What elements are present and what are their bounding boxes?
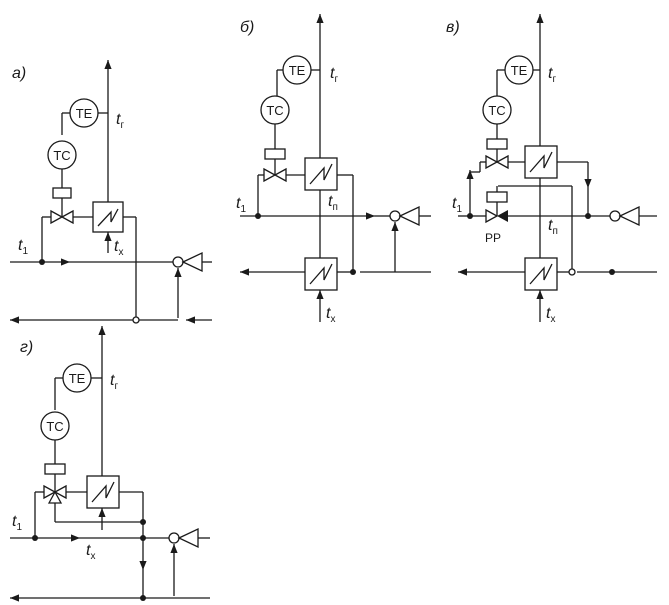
actuator-c [486, 138, 508, 150]
hx-zigzag-b2 [309, 263, 333, 285]
heat-exchanger-d [86, 475, 120, 509]
panel-label-c: в) [446, 19, 460, 36]
panel-label-a: а) [12, 65, 26, 82]
label-tg-d: tг [110, 372, 118, 392]
node-d1 [140, 519, 146, 525]
node-d3 [140, 535, 146, 541]
heat-exchanger-b1 [304, 157, 338, 191]
scheme-c: в) TE TC [446, 14, 657, 325]
label-t1-b: t1 [236, 195, 246, 215]
label-t1-a: t1 [18, 237, 28, 257]
tc-label-b: TC [266, 103, 283, 118]
hx-zigzag-a [97, 208, 119, 227]
tc-label-c: TC [488, 103, 505, 118]
actuator-d [44, 463, 66, 475]
label-tp-b: tп [328, 193, 338, 213]
label-t1-c: t1 [452, 195, 462, 215]
label-tx-b: tх [326, 305, 335, 325]
tc-label-a: TC [53, 148, 70, 163]
heat-exchanger-c2 [524, 257, 558, 291]
label-tx-a: tх [114, 238, 123, 258]
te-label-c: TE [511, 63, 528, 78]
scheme-d: г) TE TC [10, 326, 210, 602]
node-a1 [39, 259, 45, 265]
node-a2 [132, 316, 140, 324]
label-tp-c: tп [548, 217, 558, 237]
label-tx-c: tх [546, 305, 555, 325]
label-tg-c: tг [548, 65, 556, 85]
scheme-a: а) TE TC tг t1 tх [10, 59, 212, 324]
pump-body-a [181, 251, 203, 273]
regulator-valve-right-c [497, 210, 508, 222]
label-tg-b: tг [330, 65, 338, 85]
actuator-b [264, 148, 286, 160]
label-tg-a: tг [116, 111, 124, 131]
heat-exchanger-b2 [304, 257, 338, 291]
label-tx-d: tх [86, 542, 95, 562]
scheme-b: б) TE TC tг t1 [236, 14, 431, 325]
label-t1-d: t1 [12, 513, 22, 533]
panel-label-b: б) [240, 19, 254, 36]
te-label-b: TE [289, 63, 306, 78]
heat-exchanger-a [92, 201, 124, 233]
regulator-valve-left-c [485, 208, 499, 224]
pump-body-b [398, 205, 420, 227]
actuator-a [52, 187, 72, 199]
tc-label-d: TC [46, 419, 63, 434]
hx-zigzag-d [91, 481, 115, 503]
te-label-a: TE [76, 106, 93, 121]
regulator-actuator-c [486, 191, 508, 203]
valve-icon-b [263, 167, 287, 183]
label-regulator-c: РР [485, 231, 501, 245]
pump-body-d [177, 527, 199, 549]
heat-exchanger-c1 [524, 145, 558, 179]
node-d4 [140, 595, 146, 601]
pump-body-c [618, 205, 640, 227]
hx-zigzag-c2 [529, 263, 553, 285]
panel-label-d: г) [20, 339, 33, 356]
node-c4 [568, 268, 576, 276]
te-label-d: TE [69, 371, 86, 386]
hx-zigzag-b1 [309, 163, 333, 185]
hx-zigzag-c1 [529, 151, 553, 173]
